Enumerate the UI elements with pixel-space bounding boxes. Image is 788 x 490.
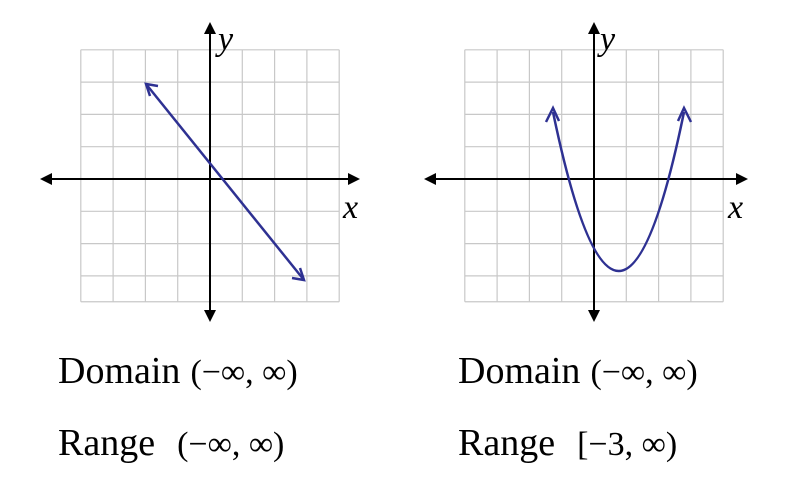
range-caption: Range [−3, ∞) (458, 424, 677, 462)
domain-label: Domain (458, 350, 581, 392)
y-axis-label: y (215, 21, 234, 58)
y-axis-label: y (597, 21, 616, 58)
line-graph: x y (40, 21, 360, 322)
x-axis-label: x (727, 189, 743, 226)
line-curve (144, 82, 306, 282)
domain-value: (−∞, ∞) (590, 354, 698, 391)
range-label: Range (458, 422, 556, 464)
y-axis (204, 22, 216, 322)
x-axis (424, 173, 748, 185)
domain-caption: Domain(−∞, ∞) (58, 352, 298, 390)
parabola-graph: x y (424, 21, 748, 322)
parabola-curve (544, 105, 693, 273)
domain-label: Domain (58, 350, 181, 392)
x-axis (40, 173, 360, 185)
range-label: Range (58, 422, 156, 464)
y-axis (588, 22, 600, 322)
range-caption: Range (−∞, ∞) (58, 424, 284, 462)
domain-caption: Domain(−∞, ∞) (458, 352, 698, 390)
left-graph-panel: x y Domain(−∞, ∞) Range(−∞, ∞) (40, 21, 360, 462)
range-value: [−3, ∞) (577, 426, 678, 463)
domain-value: (−∞, ∞) (190, 354, 298, 391)
range-value: (−∞, ∞) (177, 426, 285, 463)
x-axis-label: x (342, 189, 358, 226)
right-graph-panel: x y Domain(−∞, ∞) Range [−3, ∞) (394, 0, 788, 490)
